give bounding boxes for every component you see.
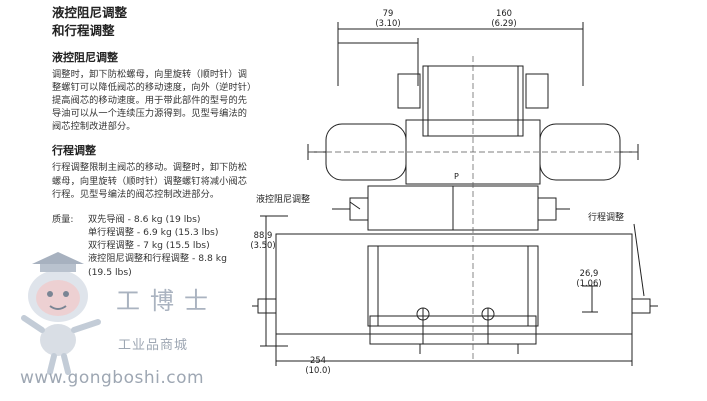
page-title-line1: 液控阻尼调整 [52,5,128,20]
pilot-damping-label: 液控阻尼调整 [256,195,311,205]
weights-list: 质量: 双先导阀 - 8.6 kg (19 lbs) 单行程调整 - 6.9 k… [52,213,252,279]
section-body-stroke-adjust: 行程调整限制主阀芯的移动。调整时，卸下防松螺母，向里旋转（顺时针）调整螺钉将减小… [52,162,248,200]
weight-row: 液控阻尼调整和行程调整 - 8.8 kg (19.5 lbs) [52,252,252,278]
section-heading-pilot-damping: 液控阻尼调整 [52,51,118,64]
mascot-logo [21,252,101,375]
dim-88-9-in: (3.50) [250,240,276,250]
dim-26-9-mm: 26,9 [579,268,599,278]
dim-79-mm: 79 [382,8,394,18]
description-column: 液控阻尼调整 和行程调整 液控阻尼调整 调整时，卸下防松螺母，向里旋转（顺时针）… [52,4,252,279]
watermark-brand-cn: 工博士 [116,287,218,315]
weight-row: 双行程调整 - 7 kg (15.5 lbs) [52,239,252,252]
port-p-label: P [454,172,459,181]
watermark-url: www.gongboshi.com [20,368,205,388]
dim-26-9: 26,9 (1.06) [571,268,607,288]
weight-item: 双行程调整 - 7 kg (15.5 lbs) [88,240,210,252]
section-heading-stroke-adjust: 行程调整 [52,144,96,158]
dim-254-mm: 254 [310,355,326,365]
dim-26-9-in: (1.06) [576,278,602,288]
dim-88-9-mm: 88,9 [253,230,273,240]
weight-item: 液控阻尼调整和行程调整 - 8.8 kg (19.5 lbs) [88,253,227,278]
dim-254: 254 (10.0) [298,355,338,375]
dim-160-mm: 160 [496,8,512,18]
weight-row: 质量: 双先导阀 - 8.6 kg (19 lbs) [52,213,252,226]
weight-item: 双先导阀 - 8.6 kg (19 lbs) [88,213,201,225]
dim-79: 79 (3.10) [368,8,408,28]
stroke-adjust-label: 行程调整 [588,213,625,223]
dim-88-9: 88,9 (3.50) [248,230,278,250]
dim-160-in: (6.29) [491,18,517,28]
valve-dimension-drawing: 液控阻尼调整 行程调整 P 79 (3.10) 160 (6.29) 88,9 … [248,8,668,381]
watermark-tagline: 工业品商城 [118,338,189,353]
page-title-line2: 和行程调整 [52,23,115,38]
dim-160: 160 (6.29) [484,8,524,28]
weights-label: 质量: [52,213,74,225]
section-body-pilot-damping: 调整时，卸下防松螺母，向里旋转（顺时针）调整螺钉可以降低阀芯的移动速度，向外（逆… [52,69,252,133]
dim-254-in: (10.0) [305,365,331,375]
weight-row: 单行程调整 - 6.9 kg (15.3 lbs) [52,226,252,239]
weight-item: 单行程调整 - 6.9 kg (15.3 lbs) [88,226,219,238]
valve-outline [252,22,658,366]
dim-79-in: (3.10) [375,18,401,28]
